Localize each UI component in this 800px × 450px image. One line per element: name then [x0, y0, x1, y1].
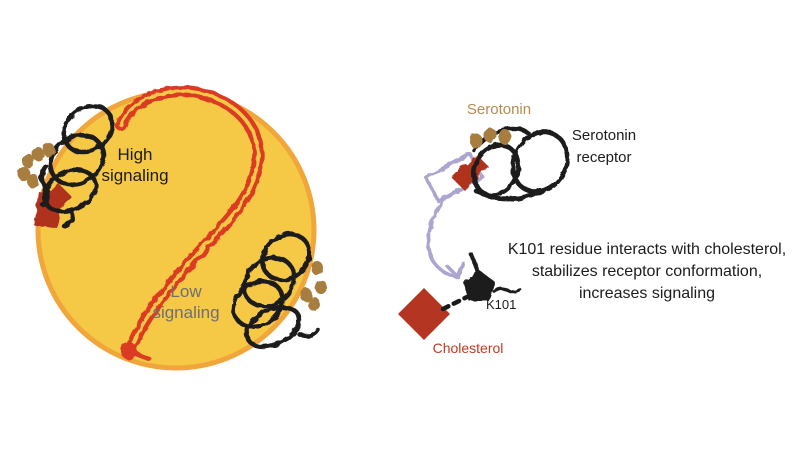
k101-residue-pentagon	[463, 270, 495, 301]
receptor-high-signaling	[18, 103, 115, 229]
cholesterol-label: Cholesterol	[432, 340, 504, 356]
zoom-arrow-icon	[426, 197, 465, 279]
cholesterol-bound-diamond	[44, 183, 72, 211]
serotonin-label: Serotonin	[466, 101, 532, 118]
high-signaling-label: High signaling	[101, 145, 169, 186]
k101-label: K101	[486, 297, 517, 312]
serotonin-molecules-right	[469, 127, 512, 149]
low-signaling-label: Low signaling	[152, 282, 220, 323]
caption-line-1: K101 residue interacts with cholesterol,	[507, 241, 787, 258]
question-mark-icon	[115, 85, 265, 362]
cholesterol-diamond	[398, 288, 450, 340]
receptor-serotonin	[451, 126, 570, 202]
k101-caption: K101 residue interacts with cholesterol,…	[492, 239, 800, 305]
caption-line-2: stabilizes receptor conformation,	[531, 263, 763, 280]
serotonin-receptor-label: Serotonin receptor	[571, 127, 637, 166]
caption-line-3: increases signaling	[578, 285, 716, 302]
interaction-dashed-bond	[440, 292, 474, 312]
serotonin-molecules-low	[300, 261, 327, 311]
cholesterol-k101-interaction	[398, 252, 522, 340]
receptor-low-signaling	[231, 231, 327, 349]
serotonin-molecules-high	[18, 143, 55, 188]
